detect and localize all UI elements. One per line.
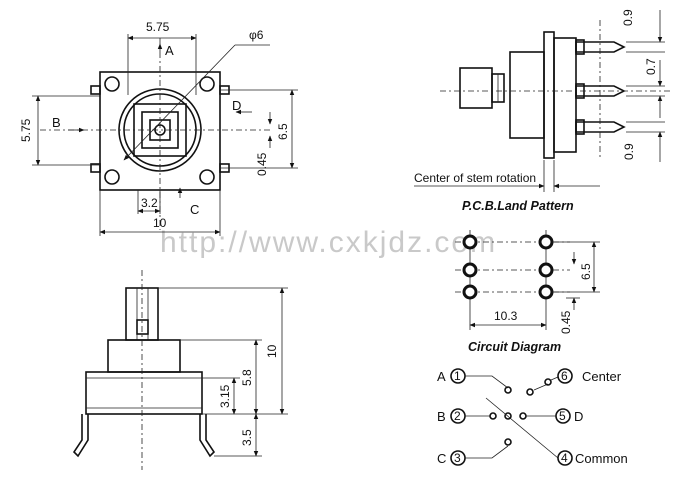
side-view: 0.9 0.7 0.9 Center of stem rotation xyxy=(414,9,670,192)
dim-left-height: 5.75 xyxy=(19,118,33,142)
pin-4-circle xyxy=(557,450,573,466)
circuit-title: Circuit Diagram xyxy=(468,340,561,354)
dim-diameter: φ6 xyxy=(249,28,264,42)
stem-rotation-label: Center of stem rotation xyxy=(414,171,536,185)
front-dim-total: 10 xyxy=(265,344,279,358)
front-dim-base: 3.15 xyxy=(218,384,232,408)
pin-6: 6 xyxy=(561,369,568,383)
dim-right-height: 6.5 xyxy=(276,123,290,140)
circuit-label-c: C xyxy=(437,451,446,466)
pin-2: 2 xyxy=(454,409,461,423)
pcb-pad xyxy=(462,262,478,278)
pcb-pad xyxy=(462,284,478,300)
top-view: 5.75 A φ6 5.75 B D 6.5 0.45 3.2 C xyxy=(19,20,298,236)
dim-side-mid: 0.7 xyxy=(644,58,658,75)
front-view: 10 5.8 3.15 3.5 xyxy=(72,270,288,470)
pin-5-circle xyxy=(555,408,571,424)
circuit-label-center: Center xyxy=(582,369,622,384)
circuit-label-d: D xyxy=(574,409,583,424)
pin-4: 4 xyxy=(561,451,568,465)
pcb-dim-gap: 0.45 xyxy=(559,310,573,334)
front-body xyxy=(85,371,203,415)
pcb-pad xyxy=(462,234,478,250)
front-dim-pin: 3.5 xyxy=(240,429,254,446)
pin-6-circle xyxy=(557,368,573,384)
dim-gap: 0.45 xyxy=(255,152,269,176)
pcb-title: P.C.B.Land Pattern xyxy=(462,199,574,213)
label-c: C xyxy=(190,202,199,217)
pin-3: 3 xyxy=(454,451,461,465)
circuit-label-common: Common xyxy=(575,451,628,466)
pin-5: 5 xyxy=(559,409,566,423)
side-body-flange xyxy=(543,31,555,159)
pcb-pad xyxy=(538,262,554,278)
pin-1: 1 xyxy=(454,369,461,383)
label-d: D xyxy=(232,98,241,113)
front-leg-left xyxy=(72,414,89,458)
pcb-pattern: 6.5 0.45 10.3 xyxy=(455,230,600,334)
circuit-diagram: A 1 B 2 5 D 6 Center C 3 4 xyxy=(437,368,628,466)
front-leg-right xyxy=(199,414,216,458)
circuit-label-b: B xyxy=(437,409,446,424)
front-dim-body: 5.8 xyxy=(240,369,254,386)
dim-side-bottom: 0.9 xyxy=(622,143,636,160)
watermark-text: http://www.cxkjdz.com xyxy=(160,226,497,259)
pcb-dim-vertical: 6.5 xyxy=(579,263,593,280)
pcb-pad xyxy=(538,284,554,300)
circuit-label-a: A xyxy=(437,369,446,384)
pcb-dim-horizontal: 10.3 xyxy=(494,309,518,323)
dim-top-width: 5.75 xyxy=(146,20,170,34)
label-b: B xyxy=(52,115,61,130)
dim-offset: 3.2 xyxy=(141,196,158,210)
pcb-pad xyxy=(538,234,554,250)
actuator-outer-circle xyxy=(118,88,202,172)
label-a: A xyxy=(165,43,174,58)
side-stem xyxy=(459,67,493,109)
dim-bottom-width: 10 xyxy=(153,216,167,230)
dim-side-top: 0.9 xyxy=(621,9,635,26)
